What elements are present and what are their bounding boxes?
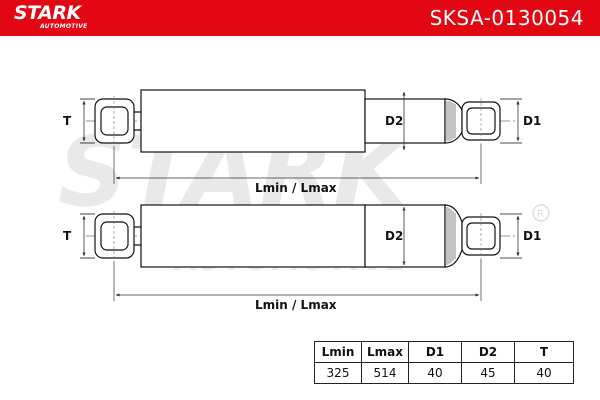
left-eye-mount: [94, 213, 135, 259]
part-number: SKSA-0130054: [429, 6, 584, 30]
label-t-bottom: T: [63, 229, 72, 243]
spec-header-d1: D1: [408, 341, 462, 363]
shock-absorber-bottom: [80, 204, 522, 301]
shock-body: [140, 204, 366, 268]
spec-header-row: Lmin Lmax D1 D2 T: [314, 341, 574, 363]
spec-value-t: 40: [514, 362, 574, 384]
label-length-top: Lmin / Lmax: [255, 181, 337, 195]
label-t-top: T: [63, 114, 72, 128]
svg-text:R: R: [537, 209, 544, 220]
brand-logo: STARK: [14, 2, 81, 24]
label-d1-bottom: D1: [523, 229, 541, 243]
shock-absorber-top: [80, 89, 522, 184]
label-d2-top: D2: [385, 114, 403, 128]
spec-value-lmax: 514: [361, 362, 409, 384]
spec-value-lmin: 325: [314, 362, 362, 384]
spec-value-row: 325 514 40 45 40: [314, 362, 574, 384]
spec-header-t: T: [514, 341, 574, 363]
shock-body-upper: [364, 204, 446, 268]
brand-logo-sub: AUTOMOTIVE: [40, 23, 88, 30]
spec-header-lmin: Lmin: [314, 341, 362, 363]
registered-mark-icon: [532, 204, 550, 222]
label-length-bottom: Lmin / Lmax: [255, 298, 337, 312]
spec-header-d2: D2: [461, 341, 515, 363]
shock-rod: [364, 98, 446, 144]
spec-value-d2: 45: [461, 362, 515, 384]
label-d1-top: D1: [523, 114, 541, 128]
header-bar: STARK AUTOMOTIVE SKSA-0130054: [0, 0, 600, 36]
spec-table: Lmin Lmax D1 D2 T 325 514 40 45 40: [314, 341, 574, 384]
left-eye-mount: [94, 98, 135, 144]
label-d2-bottom: D2: [385, 229, 403, 243]
spec-header-lmax: Lmax: [361, 341, 409, 363]
shock-body: [140, 89, 366, 153]
spec-value-d1: 40: [408, 362, 462, 384]
